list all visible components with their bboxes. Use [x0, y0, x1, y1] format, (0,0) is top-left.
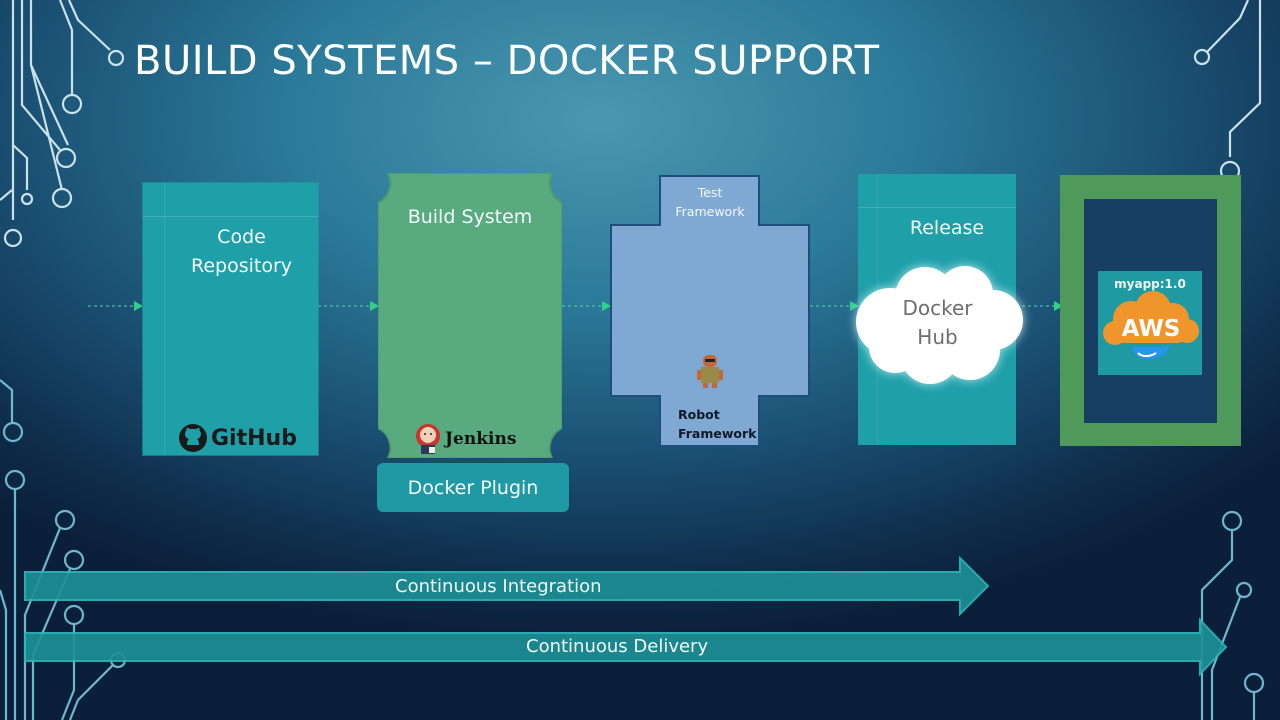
jenkins-logo: Jenkins [415, 423, 516, 455]
label-line: Framework [675, 204, 745, 219]
flow-arrow-build-to-test [562, 301, 611, 311]
docker-plugin-box: Docker Plugin [377, 463, 569, 512]
divider [164, 183, 165, 455]
label-line: Hub [917, 325, 958, 349]
build-system-shape [378, 173, 562, 458]
docker-image-card: myapp:1.0 AWS [1098, 271, 1202, 375]
aws-cloud-text: AWS [1122, 316, 1181, 342]
aws-cloud-icon: AWS [1103, 291, 1199, 345]
release-label: Release [909, 217, 985, 239]
label-line: Robot [678, 407, 720, 422]
slide-title: BUILD SYSTEMS – DOCKER SUPPORT [134, 38, 880, 84]
test-framework-shape [610, 175, 810, 447]
docker-image-label: myapp:1.0 [1114, 277, 1186, 291]
stage-code-repository: Code Repository GitHub [143, 183, 318, 455]
code-repository-label: Code Repository [165, 223, 318, 281]
github-logo-text: GitHub [211, 425, 297, 451]
build-system-label: Build System [407, 206, 533, 228]
continuous-delivery-arrow [24, 617, 1228, 677]
test-framework-label: Test Framework [660, 183, 760, 221]
robot-icon [697, 355, 723, 388]
flow-arrow-into-code-repo [88, 301, 143, 311]
stage-deploy: myapp:1.0 AWS [1060, 175, 1241, 446]
label-line: Docker [902, 296, 973, 320]
github-octocat-icon [179, 424, 207, 452]
cloud-icon [856, 266, 1023, 384]
docker-hub-label: Docker Hub [850, 294, 1025, 352]
flow-arrow-repo-to-build [318, 301, 379, 311]
docker-whale-icon [1132, 344, 1169, 359]
label-line: Framework [678, 426, 757, 441]
jenkins-butler-icon [416, 424, 440, 454]
github-logo: GitHub [178, 423, 297, 453]
stage-build-system: Build System Jenkins [378, 173, 562, 458]
jenkins-logo-text: Jenkins [445, 429, 517, 449]
divider [143, 216, 318, 217]
robot-framework-label: Robot Framework [678, 405, 756, 443]
label-line: Test [697, 185, 723, 200]
continuous-integration-arrow [24, 556, 990, 617]
flow-arrow-release-to-deploy [1016, 301, 1063, 311]
divider [858, 207, 1016, 208]
label-line: Code [217, 226, 266, 248]
docker-hub-cloud: Docker Hub [850, 262, 1025, 387]
stage-test-framework: Test Framework Robot Framework [610, 175, 810, 447]
continuous-integration-label: Continuous Integration [395, 576, 602, 597]
continuous-delivery-label: Continuous Delivery [526, 636, 709, 657]
label-line: Repository [190, 255, 293, 277]
flow-arrow-test-to-release [810, 301, 859, 311]
